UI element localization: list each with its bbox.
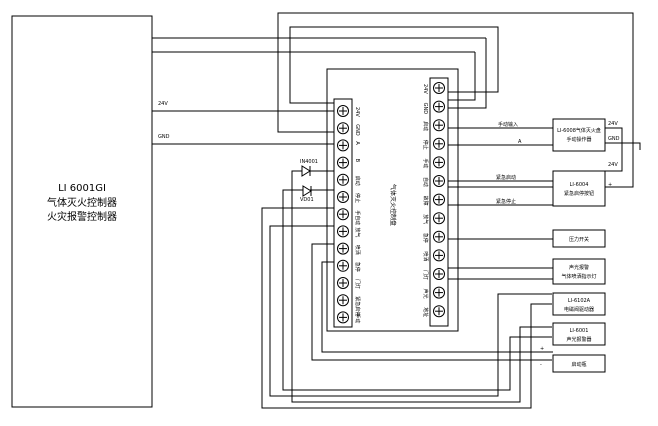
device-6-box	[552, 322, 606, 346]
left-terminal-label-6: 停止	[354, 193, 361, 203]
device-7-box	[552, 354, 606, 373]
wire-r-manual-label: 手动输入	[498, 121, 518, 128]
device-6-sublabel: 声光报警器	[566, 336, 591, 343]
device-2-label: LI-6004	[570, 182, 589, 188]
diode-1	[291, 165, 552, 403]
device-4-label: 声光报警	[569, 264, 589, 271]
device-2-box	[552, 170, 606, 207]
wire-top-1-drop	[448, 38, 487, 109]
right-terminal-label-8: 放气	[422, 214, 429, 224]
wire-dev1-gnd	[605, 142, 641, 150]
left-terminal-label-10: 急停	[354, 262, 361, 272]
right-terminal-label-3: 启动	[422, 121, 429, 131]
wire-loop-a	[289, 26, 499, 104]
device-6-label: LI-6001	[570, 328, 589, 334]
right-terminal-label-13: 地址	[422, 307, 429, 317]
start-bottle-minus: -	[540, 362, 542, 368]
wire-loop-e	[311, 243, 552, 361]
right-terminal-screws	[433, 82, 445, 318]
wire-top-2-drop	[448, 52, 476, 101]
device-1-label: LI-6008气体灭火盘	[557, 127, 601, 134]
dev1-gnd-label: GND	[608, 136, 620, 142]
dev2-24v-label: 24V	[608, 162, 618, 168]
right-terminal-label-9: 急停	[422, 233, 429, 243]
left-terminal-label-12: 紧急启停	[354, 296, 361, 316]
wire-loop-c	[261, 207, 552, 409]
controller-name-line1: 气体灭火控制器	[47, 196, 117, 209]
controller-terminal-gnd: GND	[158, 134, 170, 140]
wire-dev1-dev2	[605, 127, 623, 172]
device-5-box	[552, 292, 606, 316]
device-5-label: LI-6102A	[568, 298, 591, 304]
device-1-box	[552, 118, 606, 152]
right-terminal-label-6: 自动	[422, 177, 429, 187]
right-terminal-label-11: 门灯	[422, 270, 429, 280]
left-terminal-label-13: 手动	[354, 313, 361, 323]
device-1-sublabel: 手动操作器	[566, 136, 591, 143]
diode-1-label: IN4001	[300, 159, 318, 165]
wire-r-a-label: A	[518, 139, 522, 145]
controller-name-line2: 火灾报警控制器	[47, 210, 117, 223]
device-3-label: 压力开关	[569, 236, 589, 243]
device-2-sublabel: 紧急启停按钮	[564, 190, 594, 197]
diode-2	[282, 185, 552, 391]
controller-model: LI 6001GI	[58, 183, 106, 194]
right-terminal-label-10: 喷洒	[422, 251, 429, 261]
wire-loop-f	[321, 261, 542, 353]
device-5-sublabel: 电磁阀驱动器	[564, 306, 594, 313]
diode-2-label: VD01	[300, 197, 314, 203]
left-terminal-label-5: 启动	[354, 176, 361, 186]
device-4-box	[552, 258, 606, 285]
dev2-plus-label: +	[608, 182, 612, 188]
right-terminal-label-4: 停止	[422, 140, 429, 150]
right-terminal-label-5: 手动	[422, 158, 429, 168]
wire-r-emergency-label: 紧急启动	[496, 174, 516, 181]
device-4-sublabel: 气体喷洒指示灯	[561, 273, 596, 280]
device-7-label: 启动瓶	[571, 361, 586, 368]
right-terminal-label-12: 声光	[422, 289, 429, 299]
left-terminal-label-8: 放气	[354, 227, 361, 237]
dev1-24v-label: 24V	[608, 121, 618, 127]
left-terminal-label-3: A	[354, 141, 360, 145]
right-terminal-label-1: 24V	[422, 84, 428, 94]
control-panel-label: 气体灭火控制盘	[389, 184, 397, 226]
right-terminal-label-2: GND	[422, 103, 428, 115]
left-terminal-label-1: 24V	[354, 107, 360, 117]
left-terminal-label-9: 喷洒	[354, 245, 361, 255]
start-bottle-plus: +	[540, 346, 544, 352]
left-terminal-label-7: 手自动	[354, 210, 361, 225]
controller-terminal-24v: 24V	[158, 101, 168, 107]
left-terminal-label-11: 门灯	[354, 279, 361, 289]
wire-r-stop-label: 紧急停止	[496, 198, 516, 205]
left-terminal-label-4: B	[354, 159, 360, 163]
wire-loop-d	[269, 225, 552, 397]
right-terminal-label-7: 故障	[422, 196, 429, 206]
left-terminal-screws	[337, 105, 349, 324]
fire-controller-box	[11, 15, 153, 408]
left-terminal-label-2: GND	[354, 124, 360, 136]
